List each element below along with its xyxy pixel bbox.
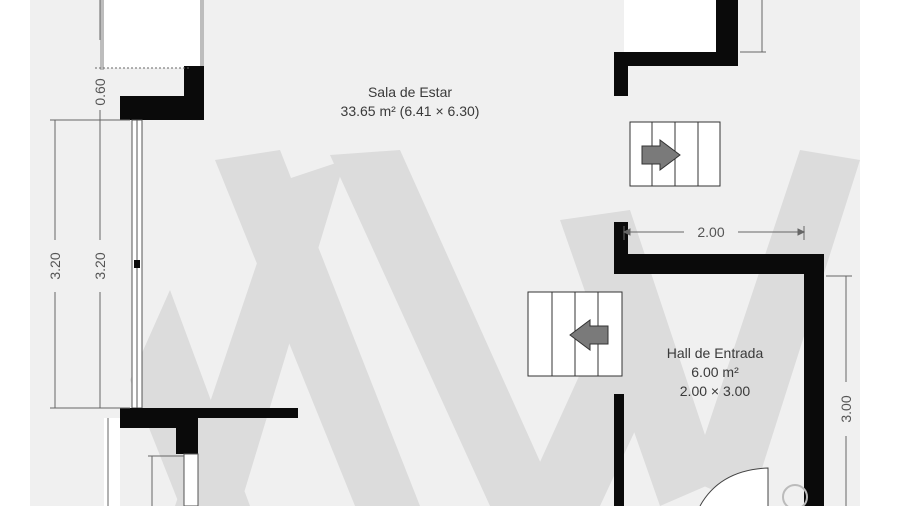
room-area-sala: 33.65 m² (6.41 × 6.30)	[340, 103, 480, 119]
room-label-hall: Hall de Entrada 6.00 m² 2.00 × 3.00	[640, 344, 790, 401]
room-name-hall: Hall de Entrada	[666, 345, 764, 361]
watermark-logo	[130, 150, 860, 506]
upper-right-wall	[614, 0, 738, 96]
exterior-left	[0, 0, 30, 506]
dimension-upper-small: 0.60	[92, 78, 108, 105]
room-name-sala: Sala de Estar	[367, 84, 453, 100]
arrow-left-icon	[569, 319, 609, 351]
exterior-right	[860, 0, 900, 506]
dimension-left-inner: 3.20	[92, 252, 108, 279]
dimension-left-outer: 3.20	[47, 252, 63, 279]
left-wall	[100, 0, 298, 506]
dimension-hall-height: 3.00	[838, 395, 854, 422]
hall-walls	[614, 222, 824, 506]
room-size-hall: 2.00 × 3.00	[679, 383, 751, 399]
room-area-hall: 6.00 m²	[691, 364, 739, 380]
room-label-sala: Sala de Estar 33.65 m² (6.41 × 6.30)	[310, 83, 510, 121]
stairs-lower	[527, 291, 623, 377]
dimension-lines	[50, 0, 852, 506]
arrow-right-icon	[641, 139, 681, 171]
stairs-upper	[629, 121, 721, 187]
dimension-hall-width: 2.00	[697, 224, 724, 240]
